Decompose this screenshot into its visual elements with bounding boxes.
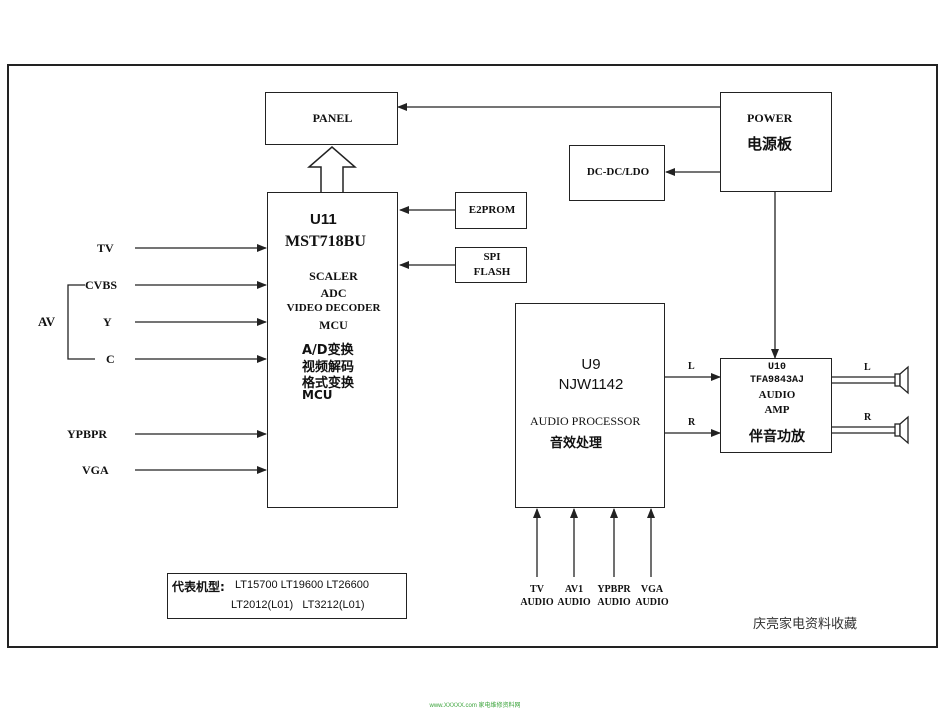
av-bracket [67,284,95,360]
flash-label: FLASH [473,266,511,278]
u11-block: U11 MST718BU SCALER ADC VIDEO DECODER MC… [267,192,398,508]
u11-cn-ad: A/D变换 [302,343,354,358]
panel-block: PANEL [265,92,398,145]
dcdc-block: DC-DC/LDO [569,145,665,201]
input-tv-label: TV [97,241,114,255]
u10-cn: 伴音功放 [749,429,805,445]
input-vga-label: VGA [82,463,109,477]
u11-cn-format: 格式变换 [302,376,355,391]
models-label: 代表机型: [172,580,225,594]
models-row2: LT2012(L01) LT3212(L01) [231,599,365,611]
footer-text: www.XXXXX.com 家电维修资料网 [429,703,521,709]
spi-label: SPI [483,251,501,263]
e2prom-label: E2PROM [468,204,516,216]
hollow-arrow-u11-panel [306,146,358,193]
input-c-label: C [106,352,115,366]
speaker-l-label: L [864,362,871,373]
audio-in-tv-line2: AUDIO [520,597,554,608]
u9-part: NJW1142 [558,376,624,393]
u11-func-mcu: MCU [319,318,348,332]
diagram-frame [7,64,938,648]
power-cn-label: 电源板 [747,137,793,153]
u9-id: U9 [581,356,601,373]
u10-func-audio: AUDIO [758,389,796,401]
audio-in-ypbpr-line1: YPBPR [597,584,631,595]
speaker-l-icon [894,365,909,395]
audio-in-vga-line1: VGA [640,584,664,595]
u11-func-scaler: SCALER [309,269,358,283]
channel-r-label: R [688,417,696,428]
audio-in-ypbpr-line2: AUDIO [597,597,631,608]
u11-func-adc: ADC [320,286,347,300]
power-block: POWER 电源板 [720,92,832,192]
u10-func-amp: AMP [764,404,790,416]
power-label: POWER [747,111,793,125]
u9-cn: 音效处理 [550,436,603,451]
input-y-label: Y [103,315,112,329]
u11-func-video-decoder: VIDEO DECODER [286,302,381,314]
u11-cn-mcu: MCU [302,388,333,402]
u10-block: U10 TFA9843AJ AUDIO AMP 伴音功放 [720,358,832,453]
panel-label: PANEL [312,111,353,125]
e2prom-block: E2PROM [455,192,527,229]
input-av-label: AV [38,314,56,329]
u10-id: U10 [767,362,786,373]
models-box: 代表机型: LT15700 LT19600 LT26600 LT2012(L01… [167,573,407,619]
dcdc-label: DC-DC/LDO [586,166,650,178]
input-ypbpr-label: YPBPR [67,427,107,441]
channel-l-label: L [688,361,695,372]
spi-flash-block: SPI FLASH [455,247,527,283]
u11-id: U11 [310,211,337,228]
u11-cn-video: 视频解码 [302,360,355,375]
audio-in-av1-line1: AV1 [564,584,584,595]
u10-part: TFA9843AJ [749,375,804,386]
audio-in-tv-line1: TV [530,584,544,595]
audio-in-av1-line2: AUDIO [557,597,591,608]
speaker-r-label: R [864,412,872,423]
models-row1: LT15700 LT19600 LT26600 [235,579,369,591]
u9-block: U9 NJW1142 AUDIO PROCESSOR 音效处理 [515,303,665,508]
speaker-r-icon [894,415,909,445]
u9-func: AUDIO PROCESSOR [530,414,641,428]
u11-part: MST718BU [285,233,366,250]
input-cvbs-label: CVBS [85,278,118,292]
watermark-text: 庆亮家电资料收藏 [753,617,858,632]
audio-in-vga-line2: AUDIO [635,597,669,608]
